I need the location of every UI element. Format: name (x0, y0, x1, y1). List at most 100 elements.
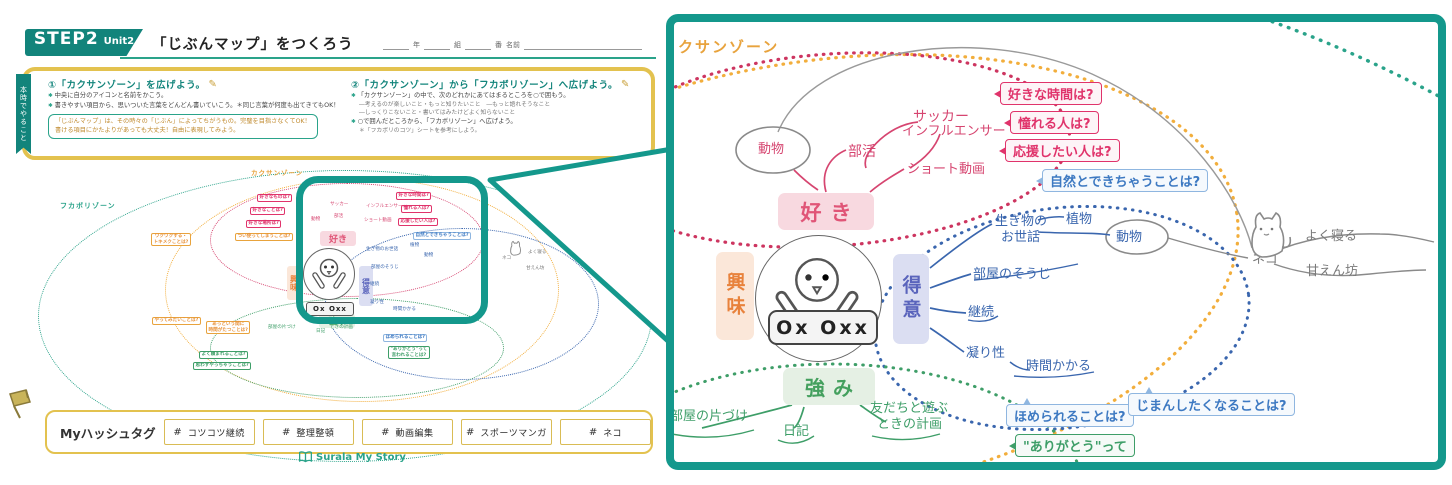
q-shizen: 自然とできちゃうことは? (413, 232, 472, 240)
tokui-zone-box: 得意 (893, 254, 929, 344)
kakusan-zone-label-clipped: クサンゾーン (678, 38, 780, 56)
step1-bullet2: 書きやすい項目から、思いついた言葉をどんどん書いていこう。＊同じ言葉が何度も出て… (48, 101, 348, 111)
year-blank-line (383, 40, 409, 50)
entry-tomodachi-line1: 友だちと遊ぶ (870, 401, 949, 416)
step2-sub2: ―しっくりこないこと・書いてはみたけどよく知らないこと (359, 110, 516, 117)
q-suki-jikan: 好きな時間は? (396, 192, 432, 200)
entry-heya-katazuke: 部屋の片づけ (674, 409, 749, 424)
hashtag-box: # スポーツマンガ (460, 419, 552, 445)
q-wakuwaku: ワクワクする・ トキメクことは? (151, 233, 191, 247)
book-logo-icon (299, 451, 312, 463)
step2-heading: ②「カクサンゾーン」から「フカボリゾーン」へ広げよう。 (351, 80, 619, 91)
name-fields: 年 組 番 名前 (383, 40, 642, 50)
q-suki-jikan: 好きな時間は? (994, 82, 1102, 105)
hashtag-row-label: Myハッシュタグ (60, 425, 156, 441)
lesson-goal-tab: 本時でやること (16, 74, 31, 154)
entry-bukatsu: 部活 (334, 214, 344, 219)
number-label: 番 (495, 41, 502, 49)
binder-clip-icon (9, 389, 31, 419)
q-homerareru: ほめられることは? (1006, 398, 1134, 427)
magnifier-highlight-box (296, 176, 488, 324)
q-attoiuma: あっという間に 時間がたつことは? (206, 321, 251, 335)
entry-shokubutsu: 植物 (410, 243, 420, 248)
q-suki-koto: 好きなことは? (250, 207, 286, 215)
cat-icon (510, 240, 521, 256)
entry-bukatsu: 部活 (848, 144, 876, 160)
entry-amaenbou: 甘えん坊 (526, 266, 545, 271)
entry-soccer: サッカー (330, 202, 349, 207)
q-ouen: 応援したい人は? (999, 139, 1120, 162)
name-blank-line (524, 40, 642, 50)
entry-korishou: 凝り性 (966, 346, 1006, 361)
note-line2: 書ける項目にかたよりがあっても大丈夫！自由に表現してみよう。 (55, 127, 240, 135)
tokui-zone-box: 得意 (359, 266, 373, 306)
doubutsu-tokui-circle (1105, 219, 1169, 255)
unit-label: Unit2 (103, 36, 135, 47)
step1-heading: ①「カクサンゾーン」を広げよう。 (48, 80, 206, 91)
q-shizen: 自然とできちゃうことは? (1035, 169, 1209, 192)
entry-keizoku: 継続 (968, 305, 995, 320)
avatar-circle-small (303, 248, 355, 300)
fukabori-branch-arc (777, 46, 1253, 249)
name-label: 名前 (506, 41, 520, 49)
q-arigatou-clipped: "ありがとう"って (1009, 434, 1135, 457)
hash-sign: # (588, 426, 598, 438)
q-suki-basho: 好きな場所は? (246, 220, 282, 228)
brand-logo-text: Surala My Story (316, 451, 406, 463)
entry-tomodachi-line2: ときの計画 (877, 417, 943, 432)
entry-nikki: 日記 (783, 424, 810, 439)
step-label: STEP2 (33, 29, 99, 49)
kyoumi-zone-box: 興味 (716, 252, 754, 340)
entry-soccer: サッカー (913, 109, 969, 125)
hashtag-box: # 整理整頓 (262, 419, 354, 445)
entry-amaenbou: 甘えん坊 (1306, 264, 1359, 279)
cat-icon (1251, 211, 1292, 258)
fukabori-zone-label: フカボリゾーン (60, 202, 116, 210)
q-suki-mono: 好きなものは? (257, 194, 293, 202)
entry-keizoku: 継続 (370, 282, 380, 287)
note-line1: 「じぶんマップ」は、その時々の「じぶん」によってちがうもの。完璧を目指さなくてO… (55, 117, 311, 125)
instruction-col1: ①「カクサンゾーン」を広げよう。 ✎ 中央に自分のアイコンと名前をかこう。 書き… (48, 77, 348, 139)
hash-sign: # (466, 426, 475, 438)
entry-nikki: 日記 (316, 329, 326, 334)
doubutsu-suki-circle (735, 126, 811, 174)
entry-doubutsu-suki: 動物 (311, 217, 321, 222)
class-label: 組 (454, 41, 461, 49)
q-ouen: 応援したい人は? (398, 218, 438, 226)
entry-short-video: ショート動画 (907, 162, 986, 177)
step2-sub1: ―考えるのが楽しいこと・もっと知りたいこと ―もっと語れそうなこと (359, 101, 551, 108)
q-arigatou: "ありがとう"って 言われることは? (388, 346, 430, 360)
entry-doubutsu-tokui: 動物 (1116, 230, 1143, 245)
q-jiman: じまんしたくなることは? (1128, 387, 1295, 416)
kakusan-zone-arc (674, 52, 1240, 462)
q-tsui: つい使ってしまうことは? (235, 233, 293, 241)
step2-sub3: ＊「フカボリのコツ」シートを参考にしよう。 (359, 128, 481, 135)
step2-bullet1: 「カクサンゾーン」の中で、次のどれかにあてはまるところを○で囲もう。 (351, 91, 651, 101)
entry-doubutsu-suki: 動物 (758, 142, 785, 157)
magnified-panel: クサンゾーン 好き 興味 得意 強み Ox Oxx サッカー (666, 14, 1446, 470)
step-badge: STEP2 Unit2 (25, 29, 143, 56)
class-blank-line (424, 40, 450, 50)
hash-sign: # (381, 426, 390, 438)
q-tanomareru: よく頼まれることは? (199, 351, 249, 359)
entry-influencer: インフルエンサー (366, 204, 403, 209)
entry-ikimono: 生き物のお世話 (366, 247, 399, 252)
tokui-zone-arc (873, 204, 1251, 432)
entry-jikan-kakaru: 時間かかる (393, 307, 416, 312)
hashtag-box: # 動画編集 (361, 419, 453, 445)
number-blank-line (465, 40, 491, 50)
entry-heya-souji: 部屋のそうじ (371, 265, 399, 270)
tsuyomi-zone-box: 強み (783, 368, 875, 405)
entry-heya-souji: 部屋のそうじ (973, 267, 1052, 282)
avatar-name-small: Ox Oxx (306, 302, 354, 316)
hashtag-box: # コツコツ継続 (163, 419, 255, 445)
pencil-icon: ✎ (208, 78, 217, 90)
suki-zone-box: 好き (320, 231, 356, 246)
tsuyomi-zone-arc (674, 362, 1079, 462)
header-rule (120, 57, 656, 59)
kakusan-zone-label: カクサンゾーン (251, 169, 304, 177)
entry-korishou: 凝り性 (370, 300, 384, 305)
instruction-box: ①「カクサンゾーン」を広げよう。 ✎ 中央に自分のアイコンと名前をかこう。 書き… (22, 67, 655, 160)
entry-doubutsu-tokui: 動物 (424, 253, 434, 258)
fukabori-zone-arc (1267, 22, 1438, 98)
